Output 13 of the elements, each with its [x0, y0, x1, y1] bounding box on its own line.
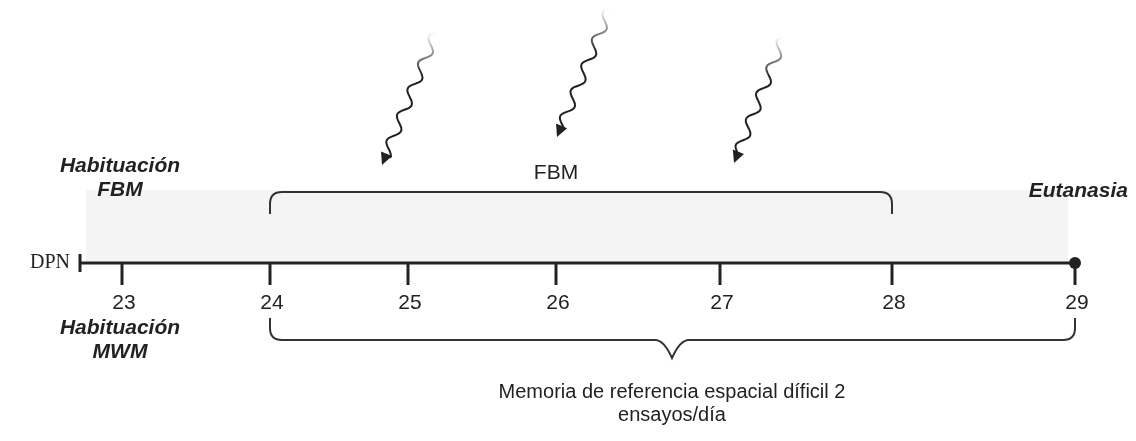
tick-label: 24 [260, 290, 284, 315]
tick-label: 28 [882, 290, 906, 315]
bracket-label: FBM [533, 160, 579, 185]
phase-label: Habituación MWM [58, 315, 182, 364]
tick-label: 25 [398, 290, 422, 315]
bracket-label: Memoria de referencia espacial díficil 2 ensayos/día [497, 380, 847, 426]
axis-label: DPN [30, 250, 70, 273]
tick-label: 29 [1065, 290, 1089, 315]
tick-label: 26 [546, 290, 570, 315]
endpoint-label: Eutanasia [1028, 178, 1128, 203]
tick-label: 27 [710, 290, 734, 315]
phase-label: Habituación FBM [58, 153, 182, 202]
tick-label: 23 [112, 290, 136, 315]
